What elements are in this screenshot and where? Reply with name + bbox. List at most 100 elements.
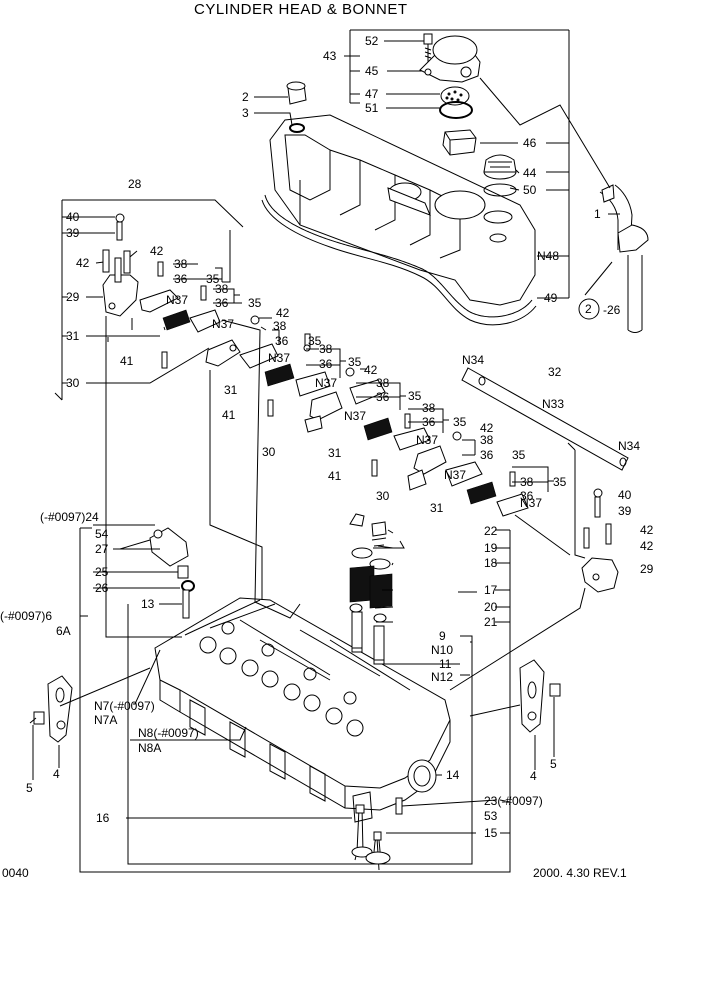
rocker-assembly xyxy=(54,199,629,593)
callout-44: 44 xyxy=(523,166,537,180)
callout-28: 28 xyxy=(128,177,142,191)
callout-6A: 6A xyxy=(56,624,71,638)
callout-36: 36 xyxy=(215,296,229,310)
callout-31: 31 xyxy=(224,383,238,397)
callout-35: 35 xyxy=(553,475,567,489)
callout-N37: N37 xyxy=(166,293,188,307)
callout-42: 42 xyxy=(276,306,290,320)
callout-42: 42 xyxy=(640,539,654,553)
callout-N33: N33 xyxy=(542,397,564,411)
callout-41: 41 xyxy=(222,408,236,422)
callout-6: (-#0097)6 xyxy=(0,609,52,623)
callout-47: 47 xyxy=(365,87,379,101)
callout-N7: N7(-#0097) xyxy=(94,699,155,713)
callout-30: 30 xyxy=(66,376,80,390)
callout-53: 53 xyxy=(484,809,498,823)
callout-35: 35 xyxy=(453,415,467,429)
page-number: 0040 xyxy=(2,866,29,880)
callout-38: 38 xyxy=(520,475,534,489)
callout-29: 29 xyxy=(66,290,80,304)
callout-43: 43 xyxy=(323,49,337,63)
callout-3: 3 xyxy=(242,106,249,120)
callout-31: 31 xyxy=(328,446,342,460)
callout-42: 42 xyxy=(480,421,494,435)
head-leaders xyxy=(32,316,586,873)
callout-29: 29 xyxy=(640,562,654,576)
callout-N37: N37 xyxy=(344,409,366,423)
callout-27: 27 xyxy=(95,542,109,556)
callout-31: 31 xyxy=(430,501,444,515)
callout-51: 51 xyxy=(365,101,379,115)
callout-39: 39 xyxy=(618,504,632,518)
callout-36: 36 xyxy=(174,272,188,286)
callout-36: 36 xyxy=(422,415,436,429)
callout-42: 42 xyxy=(150,244,164,258)
revision-date: 2000. 4.30 REV.1 xyxy=(533,866,627,880)
callout-26-hose: -26 xyxy=(603,303,621,317)
callout-49: 49 xyxy=(544,291,558,305)
callout-39: 39 xyxy=(66,226,80,240)
callout-N10: N10 xyxy=(431,643,453,657)
callout-38: 38 xyxy=(480,433,494,447)
callout-52: 52 xyxy=(365,34,379,48)
valve-16 xyxy=(351,804,373,861)
callout-labels: 52 43 45 47 51 46 44 50 N48 49 1 2 -26 2… xyxy=(0,34,654,880)
callout-25: 25 xyxy=(95,565,109,579)
callout-23: 23(-#0097) xyxy=(484,794,543,808)
callout-17: 17 xyxy=(484,583,498,597)
callout-1: 1 xyxy=(594,207,601,221)
callout-38: 38 xyxy=(319,342,333,356)
callout-35: 35 xyxy=(248,296,262,310)
callout-21: 21 xyxy=(484,615,498,629)
callout-38: 38 xyxy=(376,376,390,390)
rocker-spring xyxy=(162,309,191,331)
cylinder-head xyxy=(29,513,561,871)
callout-N37: N37 xyxy=(315,376,337,390)
callout-36: 36 xyxy=(319,357,333,371)
callout-19: 19 xyxy=(484,541,498,555)
callout-36: 36 xyxy=(480,448,494,462)
callout-35: 35 xyxy=(308,334,322,348)
callout-14: 14 xyxy=(446,768,460,782)
bonnet-leaders xyxy=(254,29,620,299)
callout-5: 5 xyxy=(550,757,557,771)
callout-circled-2: 2 xyxy=(585,302,592,316)
callout-38: 38 xyxy=(273,319,287,333)
callout-N34: N34 xyxy=(462,353,484,367)
callout-N37: N37 xyxy=(520,496,542,510)
callout-42: 42 xyxy=(76,256,90,270)
callout-45: 45 xyxy=(365,64,379,78)
callout-N37: N37 xyxy=(416,433,438,447)
callout-4: 4 xyxy=(530,769,537,783)
callout-2: 2 xyxy=(242,90,249,104)
callout-N12: N12 xyxy=(431,670,453,684)
callout-N48: N48 xyxy=(537,249,559,263)
diagram-title: CYLINDER HEAD & BONNET xyxy=(194,1,408,18)
callout-30: 30 xyxy=(376,489,390,503)
callout-20: 20 xyxy=(484,600,498,614)
callout-N37: N37 xyxy=(268,351,290,365)
callout-42: 42 xyxy=(364,363,378,377)
callout-41: 41 xyxy=(120,354,134,368)
callout-38: 38 xyxy=(422,401,436,415)
callout-36: 36 xyxy=(376,390,390,404)
callout-22: 22 xyxy=(484,524,498,538)
callout-40: 40 xyxy=(66,210,80,224)
callout-35: 35 xyxy=(512,448,526,462)
callout-35: 35 xyxy=(348,355,362,369)
callout-41: 41 xyxy=(328,469,342,483)
callout-26: 26 xyxy=(95,581,109,595)
callout-11: 11 xyxy=(439,657,452,671)
callout-38: 38 xyxy=(215,282,229,296)
callout-16: 16 xyxy=(96,811,110,825)
callout-13: 13 xyxy=(141,597,155,611)
callout-N37: N37 xyxy=(212,317,234,331)
callout-38: 38 xyxy=(174,257,188,271)
callout-50: 50 xyxy=(523,183,537,197)
callout-42: 42 xyxy=(640,523,654,537)
callout-N34: N34 xyxy=(618,439,640,453)
callout-36: 36 xyxy=(275,334,289,348)
callout-40: 40 xyxy=(618,488,632,502)
callout-N8: N8(-#0097) xyxy=(138,726,199,740)
